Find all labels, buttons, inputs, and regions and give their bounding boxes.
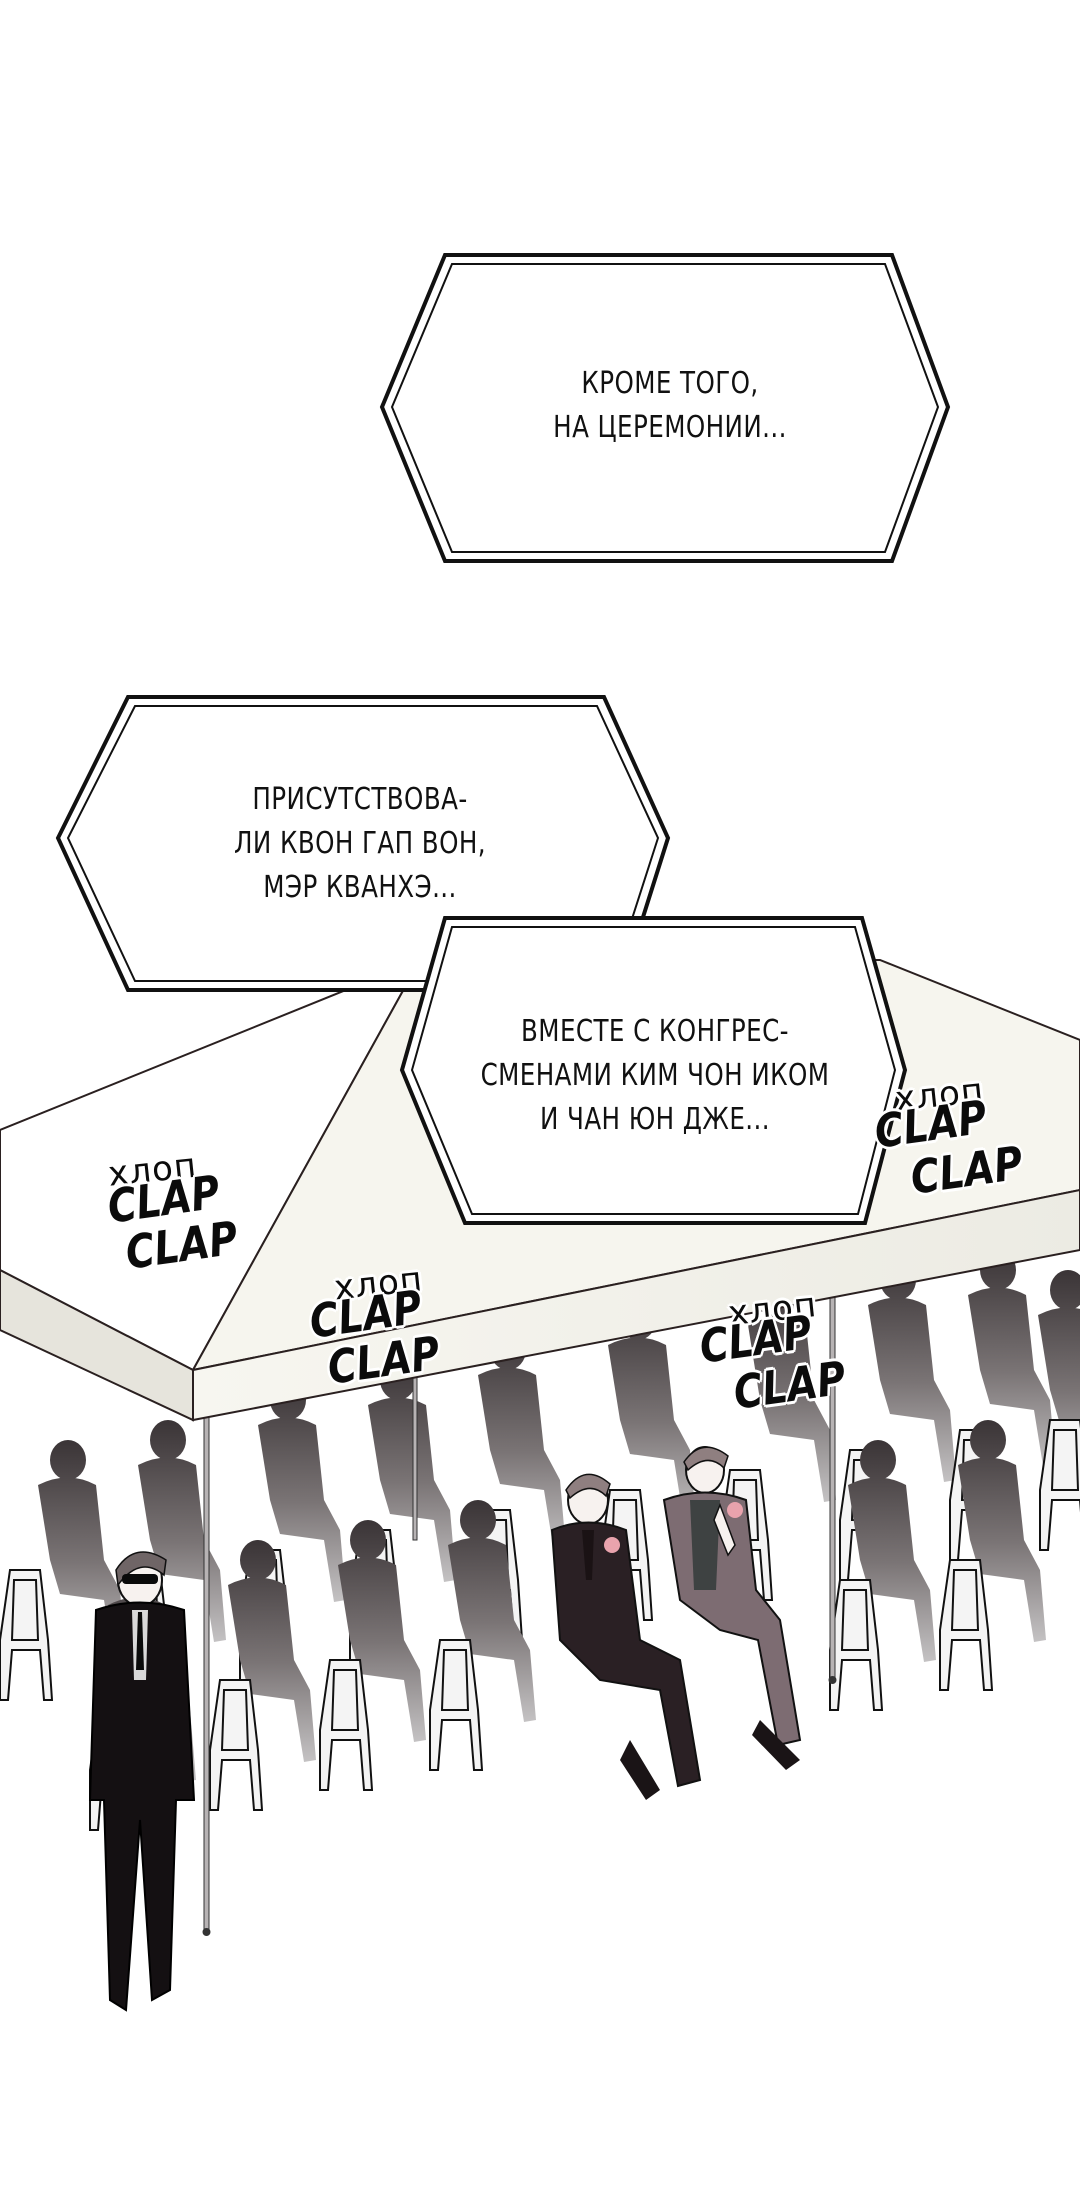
caption-2-line-1: ПРИСУТСТВОВА- — [252, 782, 468, 817]
seated-man-dark-suit — [550, 1473, 702, 1800]
sfx-4-clap-b: CLAP — [730, 1350, 850, 1420]
sound-effect-clap-2: хлоп CLAP CLAP — [306, 1259, 460, 1395]
caption-2: ПРИСУТСТВОВА- ЛИ КВОН ГАП ВОН, МЭР КВАНХ… — [196, 778, 524, 910]
caption-2-line-2: ЛИ КВОН ГАП ВОН, — [233, 826, 486, 861]
caption-3: ВМЕСТЕ С КОНГРЕС- СМЕНАМИ КИМ ЧОН ИКОМ И… — [471, 1010, 840, 1142]
sfx-3-clap-b: CLAP — [907, 1135, 1027, 1205]
caption-box-3-frame — [399, 916, 908, 1225]
caption-1-line-1: КРОМЕ ТОГО, — [581, 366, 759, 401]
caption-2-line-3: МЭР КВАНХЭ... — [263, 870, 457, 905]
seated-man-grey-suit-clapping — [662, 1446, 802, 1770]
bodyguard-black-suit-sunglasses — [88, 1551, 196, 2012]
caption-3-line-2: СМЕНАМИ КИМ ЧОН ИКОМ — [480, 1058, 830, 1093]
caption-3-line-1: ВМЕСТЕ С КОНГРЕС- — [521, 1014, 789, 1049]
sound-effect-clap-3: хлоп CLAP CLAP — [871, 1071, 1043, 1205]
caption-1-line-2: НА ЦЕРЕМОНИИ... — [553, 410, 787, 445]
caption-1: КРОМЕ ТОГО, НА ЦЕРЕМОНИИ... — [514, 362, 826, 450]
tent-poles — [202, 1259, 837, 1936]
sound-effect-clap-4: хлоп CLAP CLAP — [696, 1285, 866, 1420]
caption-3-line-3: И ЧАН ЮН ДЖЕ... — [540, 1102, 770, 1137]
sfx-2-clap-b: CLAP — [324, 1325, 444, 1395]
sound-effect-clap-1: хлоп CLAP CLAP — [104, 1146, 258, 1280]
sfx-1-clap-b: CLAP — [122, 1210, 242, 1280]
caption-box-1-frame — [379, 253, 951, 563]
